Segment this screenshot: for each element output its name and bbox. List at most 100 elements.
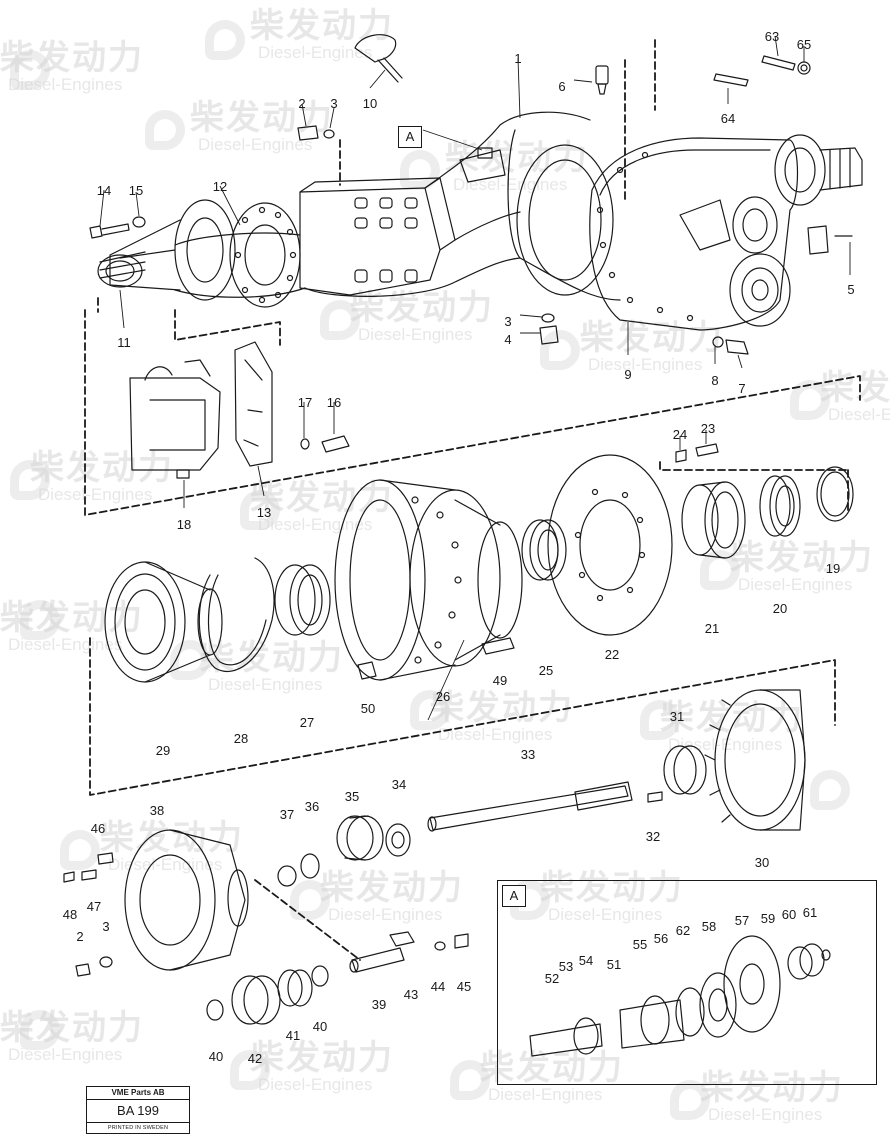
spacer-36-37	[277, 853, 320, 887]
detail-a-frame	[497, 880, 877, 1085]
callout-31: 31	[669, 709, 685, 724]
callout-55: 55	[632, 937, 648, 952]
callout-41: 41	[285, 1028, 301, 1043]
ring-31-pin-32	[647, 745, 707, 803]
callout-18: 18	[176, 517, 192, 532]
brake-disc	[547, 454, 673, 636]
callout-25: 25	[538, 663, 554, 678]
callout-5: 5	[847, 282, 855, 297]
callout-14: 14	[96, 183, 112, 198]
bolt-7-washer-8	[712, 336, 749, 355]
cover-5	[807, 225, 853, 255]
callout-40: 40	[312, 1019, 328, 1034]
bolt-14-washer-15	[89, 216, 146, 239]
callout-51: 51	[606, 957, 622, 972]
callout-38: 38	[149, 803, 165, 818]
snap-ring-28	[198, 557, 275, 673]
callout-7: 7	[738, 381, 746, 396]
brake-caliper	[129, 341, 350, 479]
title-block-code: BA 199	[87, 1100, 189, 1123]
callout-58: 58	[701, 919, 717, 934]
callout-50: 50	[360, 701, 376, 716]
callout-9: 9	[624, 367, 632, 382]
washer-34	[385, 823, 411, 857]
callout-49: 49	[492, 673, 508, 688]
axle-housing	[174, 111, 621, 301]
bearing-20	[759, 475, 801, 537]
callout-16: 16	[326, 395, 342, 410]
callout-34: 34	[391, 777, 407, 792]
bearing-41	[277, 969, 313, 1007]
wheel-hub	[334, 479, 523, 681]
drive-shaft	[427, 781, 633, 832]
planet-carrier	[104, 561, 223, 683]
callout-3: 3	[504, 314, 512, 329]
callout-29: 29	[155, 743, 171, 758]
ring-19	[816, 466, 854, 522]
callout-12: 12	[212, 179, 228, 194]
callout-65: 65	[796, 37, 812, 52]
callout-24: 24	[672, 427, 688, 442]
callout-37: 37	[279, 807, 295, 822]
callout-21: 21	[704, 621, 720, 636]
callout-23: 23	[700, 421, 716, 436]
axle-shaft-flange	[97, 199, 301, 308]
callout-3: 3	[330, 96, 338, 111]
callout-56: 56	[653, 931, 669, 946]
leader-lines	[99, 35, 851, 721]
callout-46: 46	[90, 821, 106, 836]
callout-32: 32	[645, 829, 661, 844]
callout-61: 61	[802, 905, 818, 920]
bearing-27	[274, 564, 331, 636]
differential-carrier	[589, 134, 863, 331]
callout-15: 15	[128, 183, 144, 198]
callout-42: 42	[247, 1051, 263, 1066]
planet-gear-42	[231, 975, 281, 1025]
callout-40: 40	[208, 1049, 224, 1064]
callout-19: 19	[825, 561, 841, 576]
callout-22: 22	[604, 647, 620, 662]
callout-8: 8	[711, 373, 719, 388]
nut-50-bolt-49	[357, 637, 515, 680]
callout-63: 63	[764, 29, 780, 44]
callout-44: 44	[430, 979, 446, 994]
callout-48: 48	[62, 907, 78, 922]
bolt-24-23	[675, 443, 719, 463]
detail-a-tag: A	[502, 885, 526, 907]
callout-1: 1	[514, 51, 522, 66]
bearing-21	[681, 481, 746, 559]
planet-gear-35	[336, 815, 384, 861]
plug-2-3	[297, 125, 335, 141]
seal-25	[521, 519, 567, 581]
callout-13: 13	[256, 505, 272, 520]
callout-35: 35	[344, 789, 360, 804]
ring-gear	[704, 689, 806, 831]
callout-60: 60	[781, 907, 797, 922]
callout-2: 2	[298, 96, 306, 111]
callout-33: 33	[520, 747, 536, 762]
callout-6: 6	[558, 79, 566, 94]
title-block-publisher: VME Parts AB	[87, 1087, 189, 1100]
callout-10: 10	[362, 96, 378, 111]
callout-30: 30	[754, 855, 770, 870]
pins-63-64-65	[713, 55, 811, 87]
callout-54: 54	[578, 953, 594, 968]
callout-45: 45	[456, 979, 472, 994]
small-parts-44-45-46-47-48	[63, 852, 469, 977]
breather-plug-10	[354, 34, 403, 83]
title-block: VME Parts AB BA 199 PRINTED IN SWEDEN	[86, 1086, 190, 1134]
callout-52: 52	[544, 971, 560, 986]
callout-39: 39	[371, 997, 387, 1012]
callout-62: 62	[675, 923, 691, 938]
callout-53: 53	[558, 959, 574, 974]
callout-11: 11	[117, 335, 131, 350]
title-block-printed: PRINTED IN SWEDEN	[107, 1125, 169, 1131]
assembly-dashed-lines	[84, 39, 861, 961]
callout-2: 2	[76, 929, 84, 944]
callout-4: 4	[504, 332, 512, 347]
sensor-6	[595, 65, 609, 95]
detail-a-reference-tag: A	[398, 126, 422, 148]
callout-47: 47	[86, 899, 102, 914]
callout-59: 59	[760, 911, 776, 926]
